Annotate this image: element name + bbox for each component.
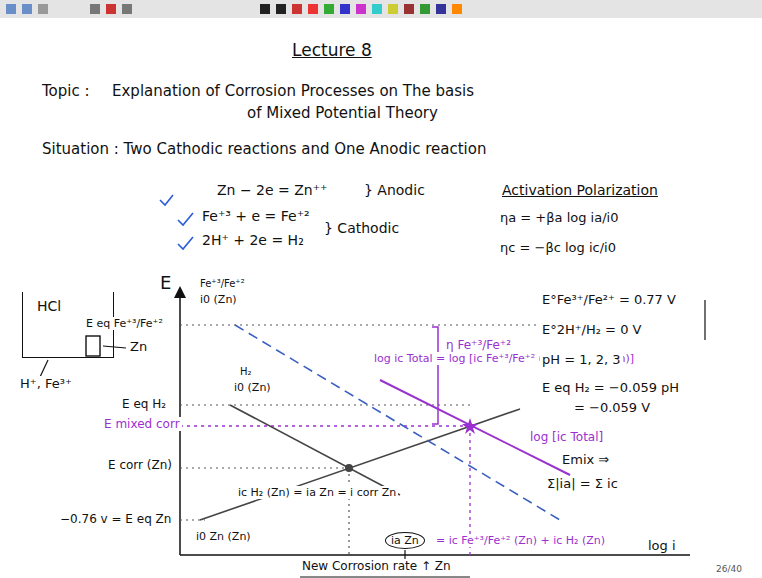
- annotation-label: log [ic Total]: [528, 430, 605, 444]
- annotation-label: η Fe⁺³/Fe⁺²: [444, 338, 513, 352]
- underline: [300, 577, 470, 578]
- mixed-level-lines: [180, 426, 470, 555]
- annotation-label: H₂: [238, 366, 254, 378]
- potential-arrow: [704, 300, 705, 340]
- annotation-label: Explanation of Corrosion Processes on Th…: [110, 82, 476, 100]
- annotation-label: New Corrosion rate ↑ Zn: [300, 559, 453, 573]
- annotation-label: E: [158, 272, 173, 294]
- annotation-label: = ic Fe⁺³/Fe⁺² (Zn) + ic H₂ (Zn): [434, 534, 607, 547]
- annotation-label: Σ|ia| = Σ ic: [545, 476, 620, 492]
- annotation-label: E eq H₂ = −0.059 pH: [540, 380, 681, 396]
- annotation-label: } Anodic: [362, 182, 427, 199]
- anodic-line: [200, 409, 520, 520]
- annotation-label: Emix ⇒: [560, 452, 611, 468]
- toolbar-icons: [6, 4, 462, 14]
- solution-label: HCl: [23, 292, 113, 314]
- annotation-label: Fe⁺³ + e = Fe⁺²: [200, 208, 312, 225]
- annotation-label: 2H⁺ + 2e = H₂: [200, 232, 306, 249]
- annotation-label: of Mixed Potential Theory: [245, 104, 440, 122]
- corrosion-point: [345, 464, 353, 472]
- annotation-label: ηc = −βc log ic/i0: [498, 240, 618, 256]
- annotation-label: Situation : Two Cathodic reactions and O…: [40, 140, 488, 158]
- leader-line: [40, 360, 48, 377]
- leader-line: [103, 346, 126, 348]
- annotation-label: i0 (Zn): [232, 381, 273, 394]
- mixed-point: [462, 418, 478, 434]
- annotation-label: 26/40: [714, 564, 744, 575]
- annotation-label: i0 (Zn): [198, 293, 239, 306]
- toolbar: [0, 0, 762, 18]
- annotation-label: ηa = +βa log ia/i0: [498, 210, 620, 226]
- lecture-title: Lecture 8: [290, 40, 374, 60]
- annotation-label: −0.76 v = E eq Zn: [58, 512, 173, 526]
- zn-electrode: [86, 336, 100, 356]
- annotation-label: Zn: [128, 339, 149, 355]
- x-axis: [180, 554, 690, 556]
- annotation-label: ia Zn: [385, 532, 425, 549]
- annotation-label: Zn − 2e = Zn⁺⁺: [215, 182, 330, 199]
- annotation-label: E eq H₂: [120, 397, 168, 411]
- overpotential-bracket: [432, 327, 438, 424]
- annotation-label: = −0.059 V: [572, 400, 652, 416]
- annotation-label: ic H₂ (Zn) = ia Zn = i corr Zn: [236, 486, 398, 499]
- annotation-label: } Cathodic: [322, 220, 401, 237]
- annotation-label: E°2H⁺/H₂ = 0 V: [540, 322, 643, 338]
- annotation-label: Fe⁺³/Fe⁺²: [198, 278, 247, 290]
- annotation-label: Activation Polarization: [500, 182, 660, 199]
- annotation-label: log i: [646, 538, 678, 554]
- annotation-label: H⁺, Fe³⁺: [18, 376, 74, 392]
- annotation-label: E mixed corr: [102, 417, 182, 431]
- annotation-label: E corr (Zn): [106, 458, 174, 472]
- annotation-label: Topic :: [40, 82, 92, 100]
- annotation-label: pH = 1, 2, 3: [540, 352, 623, 368]
- cathodic-h2-line: [230, 405, 400, 495]
- annotation-label: E°Fe³⁺/Fe²⁺ = 0.77 V: [540, 292, 678, 308]
- annotation-label: E eq Fe⁺³/Fe⁺²: [84, 317, 165, 330]
- annotation-label: i0 Zn (Zn): [194, 530, 253, 543]
- check-marks: [160, 195, 193, 249]
